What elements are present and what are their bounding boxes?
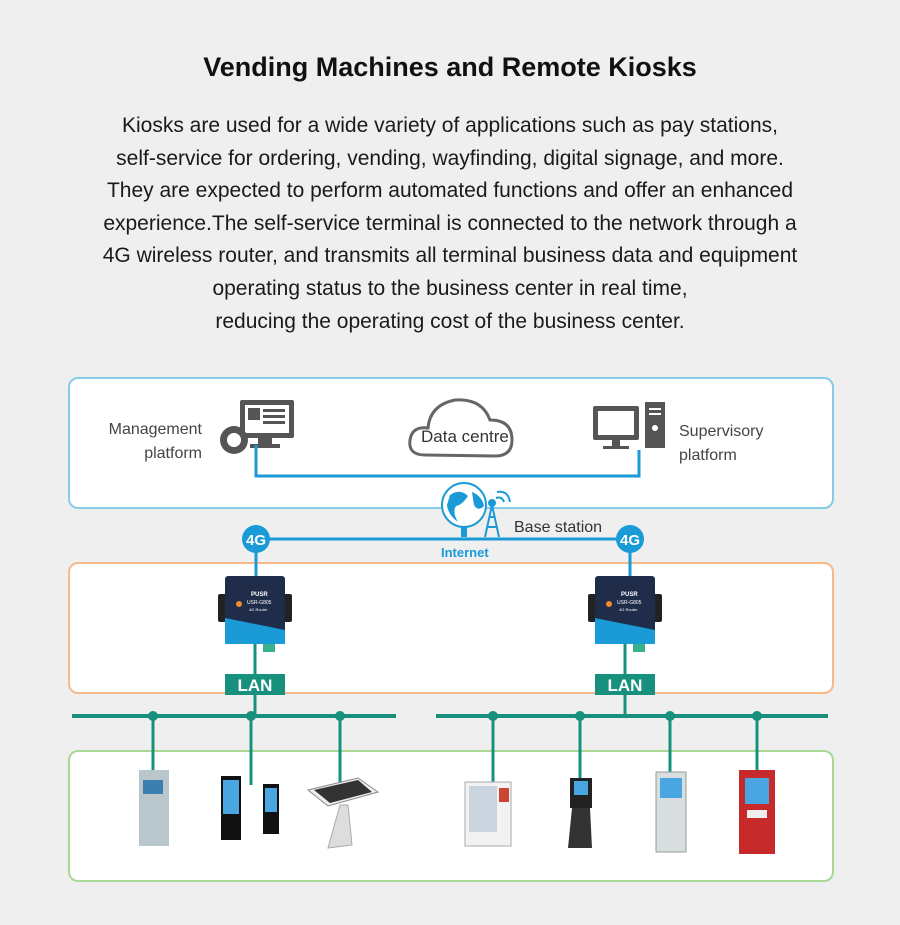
router-type: 4G Router (619, 607, 638, 612)
router-stripe (225, 618, 285, 644)
router-model: USR-G805 (617, 600, 642, 606)
queue-ticket-kiosk-icon (568, 778, 592, 848)
description-line: experience.The self-service terminal is … (103, 211, 797, 235)
description-line: 4G wireless router, and transmits all te… (102, 244, 798, 268)
lan-node (575, 711, 585, 721)
lan-label-box (225, 674, 285, 695)
lan-label: LAN (608, 676, 643, 695)
lan-label-box (595, 674, 655, 695)
4g-badge-left (242, 525, 270, 553)
digital-signage-totems-icon (221, 776, 279, 840)
4g-badge-text: 4G (620, 532, 640, 549)
router-logo-icon (236, 601, 242, 607)
atm-icon (139, 770, 169, 846)
lan-node (246, 711, 256, 721)
platform-link-line (254, 445, 641, 478)
description: Kiosks are used for a wide variety of ap… (40, 110, 860, 338)
cloud-icon (408, 398, 514, 458)
description-line: They are expected to perform automated f… (106, 179, 794, 203)
globe-icon (441, 482, 487, 537)
lan-label: LAN (238, 676, 273, 695)
supervisory-platform-icon (593, 402, 665, 449)
lan-node (335, 711, 345, 721)
vending-machine-icon (464, 781, 512, 847)
touch-table-kiosk-icon (306, 777, 380, 849)
router-stripe (595, 618, 655, 644)
router-type: 4G Router (249, 607, 268, 612)
4g-badge-right (616, 525, 644, 553)
router-model: USR-G805 (247, 600, 272, 606)
lan-node (148, 711, 158, 721)
router-terminal-block (263, 644, 275, 652)
terminals (139, 770, 775, 854)
page-title: Vending Machines and Remote Kiosks (203, 52, 697, 82)
description-line: self-service for ordering, vending, wayf… (116, 146, 784, 170)
description-line: reducing the operating cost of the busin… (215, 309, 685, 333)
description-line: operating status to the business center … (212, 276, 688, 300)
router-logo-icon (606, 601, 612, 607)
lan-node (752, 711, 762, 721)
internet-label: Internet (441, 545, 489, 560)
description-line: Kiosks are used for a wide variety of ap… (121, 114, 778, 137)
management-platform-icon (220, 400, 294, 454)
router-layer-panel (68, 562, 834, 694)
terminal-layer-panel (68, 750, 834, 882)
lan-node (488, 711, 498, 721)
router-brand: PUSR (251, 592, 268, 598)
red-payment-kiosk-icon (739, 770, 775, 854)
4g-badge-text: 4G (246, 532, 266, 549)
lan-node (665, 711, 675, 721)
base-station-icon (484, 490, 511, 538)
router-brand: PUSR (621, 592, 638, 598)
router-terminal-block (633, 644, 645, 652)
self-service-terminal-icon (655, 771, 687, 853)
data-centre-label: Data centre (421, 427, 509, 446)
base-station-label: Base station (514, 519, 603, 536)
